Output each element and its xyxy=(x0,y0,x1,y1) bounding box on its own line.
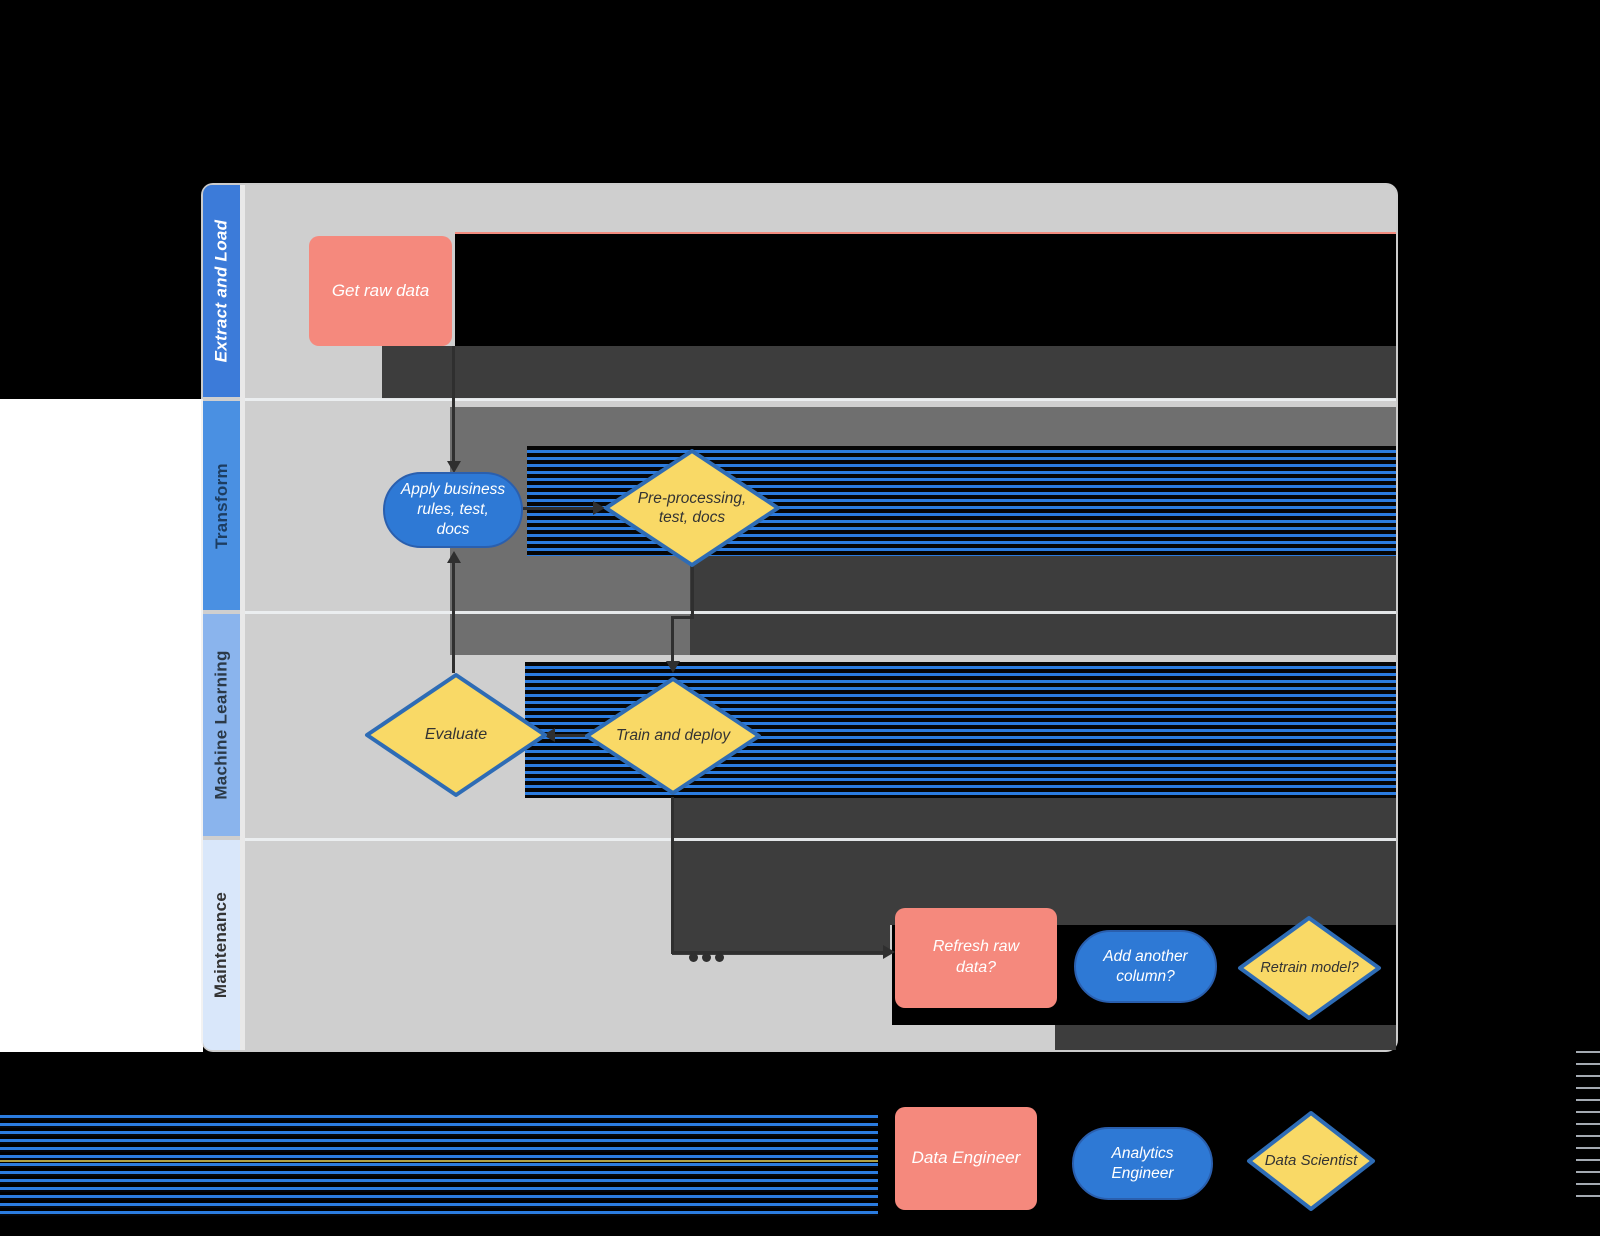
lane-header-extract-and-load[interactable]: Extract and Load xyxy=(203,185,240,397)
arrowhead-right-icon xyxy=(593,501,605,515)
legend-label: Data Scientist xyxy=(1264,1151,1358,1169)
lane-label: Transform xyxy=(211,462,231,549)
node-get-raw-data[interactable]: Get raw data xyxy=(309,236,452,346)
connector-to-refresh-h xyxy=(671,951,887,954)
node-label: Refresh raw data? xyxy=(932,938,1020,976)
arrowhead-down-icon xyxy=(666,661,680,673)
region-dark-lane3-bottom xyxy=(672,798,1396,839)
arrowhead-up-icon xyxy=(447,551,461,563)
node-train-and-deploy[interactable]: Train and deploy xyxy=(583,675,763,797)
node-label: Train and deploy xyxy=(615,727,731,745)
node-refresh-raw-data[interactable]: Refresh raw data? xyxy=(895,908,1057,1008)
white-margin-artifact xyxy=(0,399,203,1052)
region-dark-lane4-left xyxy=(672,925,890,955)
lane-separator xyxy=(244,611,1396,614)
arrowhead-right-icon xyxy=(883,945,895,959)
arrowhead-left-icon xyxy=(543,728,555,742)
lane-header-gap xyxy=(240,185,245,1050)
diamond-shape xyxy=(585,677,761,795)
diamond-shape xyxy=(604,449,780,567)
node-add-another-column[interactable]: Add another column? xyxy=(1074,930,1217,1003)
lane-label: Maintenance xyxy=(211,891,231,999)
node-evaluate[interactable]: Evaluate xyxy=(363,671,549,799)
node-preprocessing[interactable]: Pre-processing, test, docs xyxy=(602,447,782,569)
lane-label: Extract and Load xyxy=(211,219,231,363)
node-label: Get raw data xyxy=(331,280,430,300)
lane-separator xyxy=(244,838,1396,841)
lane-header-machine-learning[interactable]: Machine Learning xyxy=(203,614,240,836)
region-dark-lane4-bottom xyxy=(1055,1025,1396,1050)
legend-data-scientist[interactable]: Data Scientist xyxy=(1245,1109,1377,1213)
legend-label: Data Engineer xyxy=(911,1148,1021,1168)
lane-header-transform[interactable]: Transform xyxy=(203,401,240,610)
lane-separator xyxy=(244,398,1396,401)
region-black-lane1 xyxy=(455,232,1396,350)
swimlane-diagram: Extract and Load Transform Machine Learn… xyxy=(203,185,1396,1050)
region-medium-lane3 xyxy=(450,612,690,655)
node-label: Apply business rules, test, docs xyxy=(400,481,506,538)
lane-label: Machine Learning xyxy=(211,650,231,800)
region-dark-lane1 xyxy=(382,346,1396,399)
line-hop-icon xyxy=(702,953,711,962)
legend-analytics-engineer[interactable]: Analytics Engineer xyxy=(1072,1127,1213,1200)
scanline-artifact-bottom xyxy=(0,1112,878,1218)
connector-getraw-to-applyrules xyxy=(452,346,455,464)
node-label: Evaluate xyxy=(424,726,488,743)
node-apply-business-rules[interactable]: Apply business rules, test, docs xyxy=(383,472,523,548)
scanline-yellow-artifact xyxy=(0,1160,878,1162)
legend-label: Analytics Engineer xyxy=(1111,1144,1174,1182)
node-label: Retrain model? xyxy=(1260,959,1359,976)
connector-traindeploy-to-maintenance-v xyxy=(671,797,674,952)
connector-to-traindeploy xyxy=(671,616,674,663)
line-hop-icon xyxy=(689,953,698,962)
diamond-shape xyxy=(1247,1111,1375,1211)
node-label: Add another column? xyxy=(1103,947,1188,985)
connector-evaluate-to-applyrules xyxy=(452,563,455,673)
region-dark-lane2-bottom xyxy=(690,556,1396,655)
arrowhead-down-icon xyxy=(447,461,461,473)
node-retrain-model[interactable]: Retrain model? xyxy=(1236,914,1383,1022)
connector-preprocessing-jog xyxy=(672,616,694,619)
connector-preprocessing-down xyxy=(691,567,694,619)
connector-traindeploy-to-evaluate xyxy=(555,734,587,737)
connector-applyrules-to-preprocessing xyxy=(523,507,595,510)
scanline-artifact-right xyxy=(1576,1046,1600,1202)
legend-data-engineer[interactable]: Data Engineer xyxy=(895,1107,1037,1210)
node-label: Pre-processing, test, docs xyxy=(637,489,747,526)
diamond-shape xyxy=(1238,916,1381,1020)
lane-header-maintenance[interactable]: Maintenance xyxy=(203,840,240,1050)
line-hop-icon xyxy=(715,953,724,962)
diamond-shape xyxy=(365,673,547,797)
